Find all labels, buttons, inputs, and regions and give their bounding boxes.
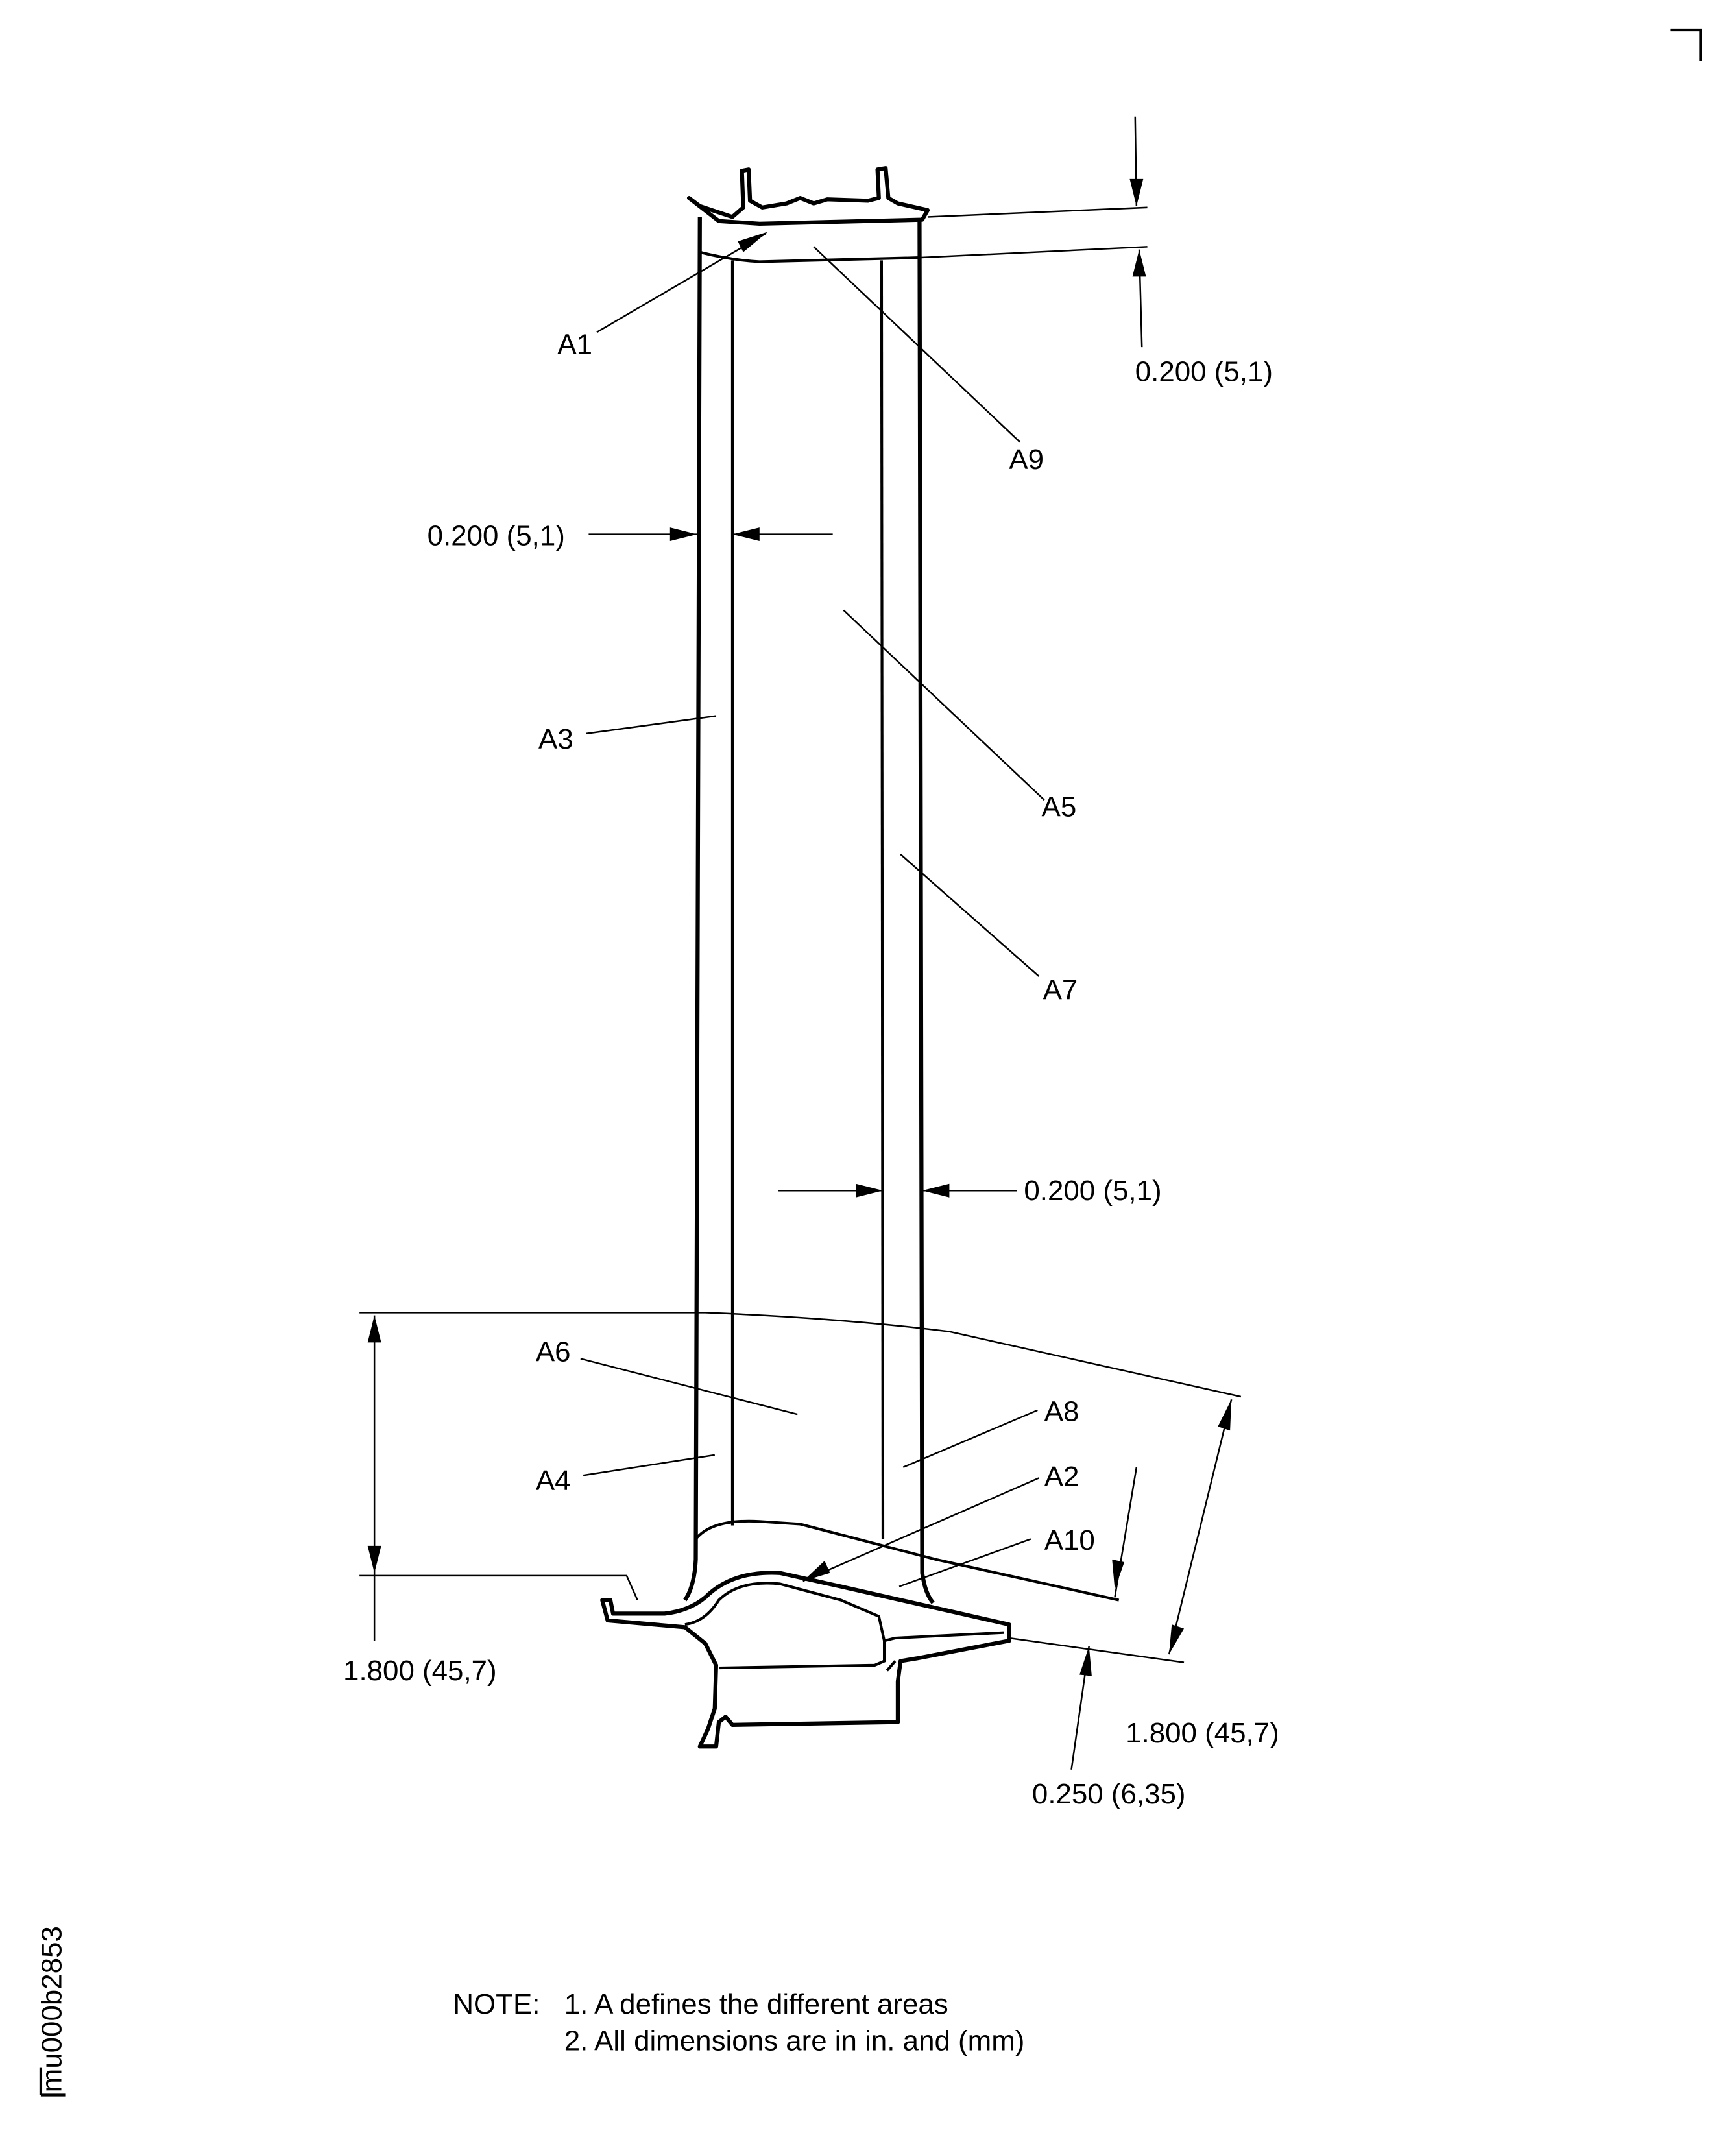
label-a10: A10 (1044, 1524, 1095, 1556)
label-a5: A5 (1042, 791, 1077, 823)
tip-band-label: 0.200 (5,1) (1135, 356, 1273, 387)
root-height-right-dimension: 1.800 (45,7) (1009, 1399, 1279, 1749)
platform-band-dimension: 0.250 (6,35) (1032, 1467, 1186, 1810)
id-crop-mark (39, 2067, 66, 2097)
leading-edge-dimension: 0.200 (5,1) (428, 520, 833, 551)
corner-crop-mark (1670, 28, 1702, 62)
note-item-1: 1. A defines the different areas (564, 1988, 948, 2020)
blade-drawing (600, 166, 1120, 1749)
label-a6: A6 (536, 1336, 571, 1368)
drawing-id: mu000b2853 (36, 1926, 67, 2092)
root-height-left-label: 1.800 (45,7) (343, 1655, 497, 1687)
label-a1: A1 (557, 329, 592, 361)
leading-edge-label: 0.200 (5,1) (428, 520, 565, 551)
tip-band-dimension: 0.200 (5,1) (919, 116, 1273, 387)
area-leaders: A1 A9 A3 A5 A7 A6 A4 A8 A2 A10 (536, 232, 1095, 1587)
platform-band-label: 0.250 (6,35) (1032, 1778, 1186, 1810)
label-a4: A4 (536, 1465, 571, 1497)
trailing-edge-dimension: 0.200 (5,1) (778, 1175, 1162, 1207)
root-height-left-dimension: 1.800 (45,7) (343, 1312, 1242, 1687)
note-item-2: 2. All dimensions are in in. and (mm) (564, 2025, 1025, 2056)
label-a9: A9 (1009, 444, 1044, 476)
root-height-right-label: 1.800 (45,7) (1126, 1717, 1279, 1749)
label-a3: A3 (538, 723, 573, 755)
label-a7: A7 (1043, 974, 1078, 1006)
note-heading: NOTE: (453, 1988, 540, 2020)
notes: NOTE: 1. A defines the different areas 2… (453, 1988, 1024, 2056)
label-a2: A2 (1044, 1461, 1079, 1493)
label-a8: A8 (1044, 1396, 1079, 1428)
trailing-edge-label: 0.200 (5,1) (1024, 1175, 1161, 1207)
